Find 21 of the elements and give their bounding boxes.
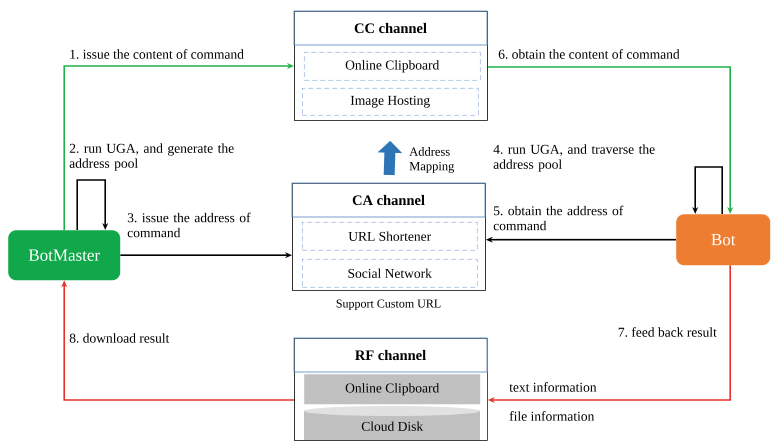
edge-label: 4. run UGA, and traverse the address pool bbox=[493, 144, 655, 172]
note: file information bbox=[510, 411, 594, 421]
edge-label: 2. run UGA, and generate the address pool bbox=[70, 143, 234, 171]
service-box: URL Shortener bbox=[302, 222, 478, 250]
edge-label: 8. download result bbox=[70, 333, 170, 343]
storage-cylinder: Cloud Disk bbox=[304, 406, 480, 440]
storage-box: Online Clipboard bbox=[304, 374, 480, 404]
actor-box: BotMaster bbox=[8, 230, 120, 280]
edge-label: 1. issue the content of command bbox=[70, 49, 244, 59]
service-box: Online Clipboard bbox=[304, 52, 480, 80]
edge-label: 3. issue the address of command bbox=[128, 212, 251, 238]
edge-label: Address Mapping bbox=[409, 147, 454, 173]
service-box: Social Network bbox=[302, 259, 478, 288]
actor-box: Bot bbox=[676, 214, 770, 266]
edge-label: 6. obtain the content of command bbox=[498, 49, 680, 59]
edge-label: 7. feed back result bbox=[618, 327, 717, 337]
service-box: Image Hosting bbox=[302, 88, 478, 116]
note: text information bbox=[509, 382, 596, 392]
node-label: Support Custom URL bbox=[336, 300, 440, 310]
arrow bbox=[76, 179, 108, 230]
edge-label: 5. obtain the address of command bbox=[494, 206, 624, 230]
